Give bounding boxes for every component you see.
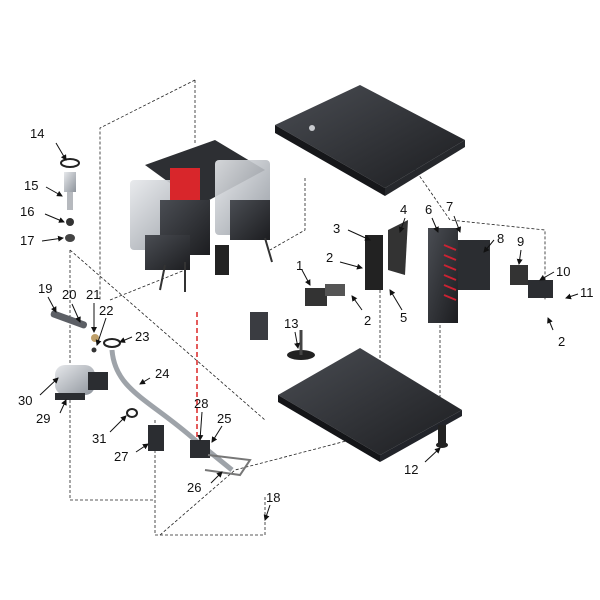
callout-19: 19 — [38, 281, 57, 313]
callout-22: 22 — [95, 303, 113, 346]
svg-text:14: 14 — [30, 126, 44, 141]
callout-14: 14 — [30, 126, 67, 161]
callout-26: 26 — [187, 471, 223, 495]
svg-text:10: 10 — [556, 264, 570, 279]
callout-4: 4 — [398, 202, 407, 233]
base-plate — [278, 348, 462, 462]
svg-text:8: 8 — [497, 231, 504, 246]
svg-text:15: 15 — [24, 178, 38, 193]
callout-labels: 1 2 3 4 5 6 7 8 9 10 11 12 13 14 15 16 1… — [18, 126, 594, 521]
callout-15: 15 — [24, 178, 63, 197]
svg-text:7: 7 — [446, 199, 453, 214]
svg-text:3: 3 — [333, 221, 340, 236]
callout-23: 23 — [119, 329, 149, 344]
svg-text:2: 2 — [558, 334, 565, 349]
svg-text:24: 24 — [155, 366, 169, 381]
callout-16: 16 — [20, 204, 65, 223]
svg-text:2: 2 — [326, 250, 333, 265]
svg-text:27: 27 — [114, 449, 128, 464]
callout-8: 8 — [483, 231, 504, 253]
callout-21: 21 — [86, 287, 100, 333]
spring-column-parts — [428, 228, 553, 323]
motor — [55, 365, 108, 400]
callout-5: 5 — [389, 289, 407, 325]
callout-3: 3 — [333, 221, 371, 241]
callout-10: 10 — [539, 264, 570, 281]
callout-24: 24 — [139, 366, 169, 385]
svg-text:12: 12 — [404, 462, 418, 477]
callout-29: 29 — [36, 399, 67, 426]
callout-27: 27 — [114, 443, 149, 464]
svg-text:28: 28 — [194, 396, 208, 411]
callout-9: 9 — [516, 234, 524, 265]
callout-17: 17 — [20, 233, 64, 248]
svg-text:29: 29 — [36, 411, 50, 426]
svg-text:17: 17 — [20, 233, 34, 248]
svg-text:25: 25 — [217, 411, 231, 426]
svg-text:9: 9 — [517, 234, 524, 249]
svg-text:2: 2 — [364, 313, 371, 328]
svg-text:5: 5 — [400, 310, 407, 325]
callout-12: 12 — [404, 447, 441, 477]
callout-2c: 2 — [547, 317, 565, 349]
svg-text:16: 16 — [20, 204, 34, 219]
center-bracket-parts — [250, 220, 408, 360]
svg-text:31: 31 — [92, 431, 106, 446]
callout-6: 6 — [425, 202, 439, 233]
callout-2a: 2 — [326, 250, 363, 270]
callout-7: 7 — [446, 199, 462, 233]
callout-2b: 2 — [351, 295, 371, 328]
svg-text:30: 30 — [18, 393, 32, 408]
tube-and-linkage — [109, 349, 252, 477]
svg-text:6: 6 — [425, 202, 432, 217]
svg-text:21: 21 — [86, 287, 100, 302]
top-cover-plate — [275, 85, 465, 196]
svg-text:13: 13 — [284, 316, 298, 331]
callout-11: 11 — [565, 285, 594, 300]
svg-text:1: 1 — [296, 258, 303, 273]
svg-text:20: 20 — [62, 287, 76, 302]
svg-text:11: 11 — [580, 285, 594, 300]
callout-18: 18 — [263, 490, 280, 521]
callout-31: 31 — [92, 415, 127, 446]
callout-30: 30 — [18, 377, 59, 408]
callout-25: 25 — [211, 411, 231, 443]
callout-13: 13 — [284, 316, 301, 349]
actuator-assembly — [130, 140, 273, 292]
callout-1: 1 — [296, 258, 311, 286]
svg-text:4: 4 — [400, 202, 407, 217]
svg-text:23: 23 — [135, 329, 149, 344]
svg-text:22: 22 — [99, 303, 113, 318]
callout-28: 28 — [194, 396, 208, 441]
callout-20: 20 — [62, 287, 81, 323]
svg-text:19: 19 — [38, 281, 52, 296]
valve-stack-parts — [60, 158, 80, 242]
svg-text:18: 18 — [266, 490, 280, 505]
svg-text:26: 26 — [187, 480, 201, 495]
